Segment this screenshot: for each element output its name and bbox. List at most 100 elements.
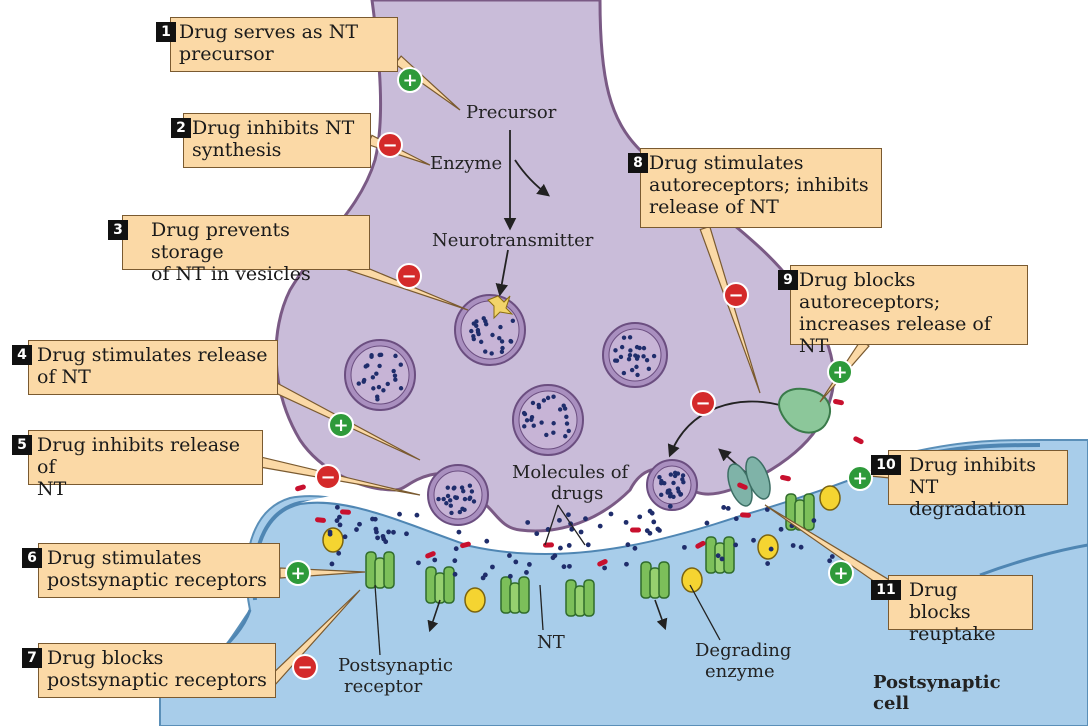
- callout-5: 5 Drug inhibits release of NT: [12, 430, 263, 500]
- nt-molecule: [671, 480, 676, 486]
- drug-molecule: [295, 484, 306, 492]
- callout-text-line: Drug stimulates: [47, 547, 202, 569]
- nt-molecule: [337, 522, 343, 528]
- callout-number: 6: [22, 548, 42, 568]
- nt-molecule: [790, 543, 796, 548]
- nt-molecule: [651, 519, 657, 525]
- minus-symbol: −: [728, 285, 743, 306]
- receptor-subunit: [723, 536, 735, 574]
- callout-text-line: precursor: [179, 43, 274, 65]
- label-postsynaptic-receptor: Postsynaptic receptor: [338, 655, 453, 697]
- nt-molecule: [469, 328, 474, 334]
- minus-symbol: −: [320, 467, 335, 488]
- nt-molecule: [829, 554, 835, 559]
- nt-molecule: [602, 565, 608, 571]
- plus-symbol: +: [333, 415, 348, 436]
- minus-circle: [396, 263, 422, 289]
- nt-molecule: [765, 561, 771, 566]
- plus-symbol: +: [402, 70, 417, 91]
- nt-molecule: [447, 498, 453, 503]
- nt-molecule: [452, 485, 457, 490]
- drug-molecule: [695, 540, 706, 549]
- nt-molecule: [357, 521, 362, 527]
- callout-8: 8 Drug stimulates autoreceptors; inhibit…: [628, 148, 882, 228]
- callout-text-line: Drug blocks: [47, 647, 164, 669]
- callout-text-line: Drug serves as NT: [179, 21, 359, 43]
- minus-circle: [690, 390, 716, 416]
- vesicle: [344, 339, 416, 411]
- nt-molecule: [637, 514, 643, 520]
- postsynaptic-receptor: [705, 536, 735, 574]
- inhibit-sign: −: [377, 132, 403, 158]
- drug-molecule: [315, 517, 326, 523]
- nt-molecule: [475, 330, 481, 335]
- vesicle: [454, 294, 526, 366]
- nt-molecule: [342, 534, 348, 540]
- nt-molecule: [449, 510, 454, 516]
- nt-molecule: [613, 348, 618, 353]
- nt-molecule: [484, 538, 490, 544]
- autoreceptor-feedback-arrow: [667, 400, 781, 458]
- plus-circle: [328, 412, 354, 438]
- inhibit-sign: −: [723, 282, 749, 308]
- drug-molecule: [425, 551, 436, 559]
- nt-molecule: [336, 550, 342, 556]
- nt-molecule: [500, 345, 505, 351]
- minus-symbol: −: [297, 657, 312, 678]
- nt-molecule: [481, 316, 486, 321]
- nt-molecule: [626, 356, 632, 362]
- label-line: receptor: [344, 676, 423, 697]
- nt-molecule: [680, 473, 686, 478]
- nt-molecule: [524, 570, 529, 575]
- callout-number: 8: [628, 153, 648, 173]
- nt-molecule: [337, 514, 342, 520]
- signal-arrow: [427, 599, 441, 633]
- receptor-subunit: [583, 579, 595, 617]
- nt-molecule: [398, 362, 403, 367]
- nt-molecule: [668, 472, 674, 477]
- nt-molecule: [561, 564, 567, 570]
- storage-arrow: [495, 249, 509, 297]
- nt-molecule: [676, 489, 681, 494]
- callout-text-line: Drug blocks: [909, 579, 971, 623]
- label-molecules-of-drugs: Molecules of drugs: [512, 462, 628, 504]
- nt-molecule: [624, 561, 629, 567]
- nt-molecule: [625, 542, 631, 548]
- drug-molecule: [460, 541, 471, 549]
- vesicle-interior: [433, 470, 483, 520]
- nt-molecule: [381, 536, 387, 542]
- nt-molecule: [467, 495, 473, 500]
- nt-molecule: [614, 358, 620, 363]
- nt-molecule: [374, 371, 379, 376]
- nt-molecule: [566, 428, 571, 434]
- nt-molecule: [682, 544, 687, 550]
- nt-molecule: [725, 505, 731, 511]
- callout-text-line: autoreceptors;: [799, 291, 941, 313]
- drug-molecule: [853, 436, 864, 445]
- nt-molecule: [510, 318, 516, 324]
- nt-molecule: [525, 520, 531, 525]
- drug-molecule: [543, 542, 554, 548]
- nt-molecule: [327, 529, 333, 535]
- receptor-subunit: [383, 551, 395, 589]
- degrading-enzyme: [819, 485, 841, 511]
- callout-text-line: Drug inhibits NT: [192, 117, 355, 139]
- nt-molecule: [441, 496, 446, 502]
- callout-text-line: degradation: [909, 498, 1026, 520]
- nt-molecule: [550, 555, 556, 561]
- nt-molecule: [632, 545, 638, 551]
- drug-molecule: [340, 509, 351, 515]
- plus-circle: [847, 465, 873, 491]
- nt-molecule: [508, 339, 514, 344]
- receptor-subunit: [518, 576, 530, 614]
- nt-molecule: [461, 489, 466, 494]
- nt-molecule: [647, 508, 653, 514]
- nt-molecule: [704, 520, 710, 526]
- nt-molecule: [371, 386, 376, 391]
- inhibit-sign: −: [396, 263, 422, 289]
- minus-circle: [723, 282, 749, 308]
- plus-symbol: +: [852, 468, 867, 489]
- receptor-subunit: [803, 493, 815, 531]
- nt-molecule: [513, 559, 519, 565]
